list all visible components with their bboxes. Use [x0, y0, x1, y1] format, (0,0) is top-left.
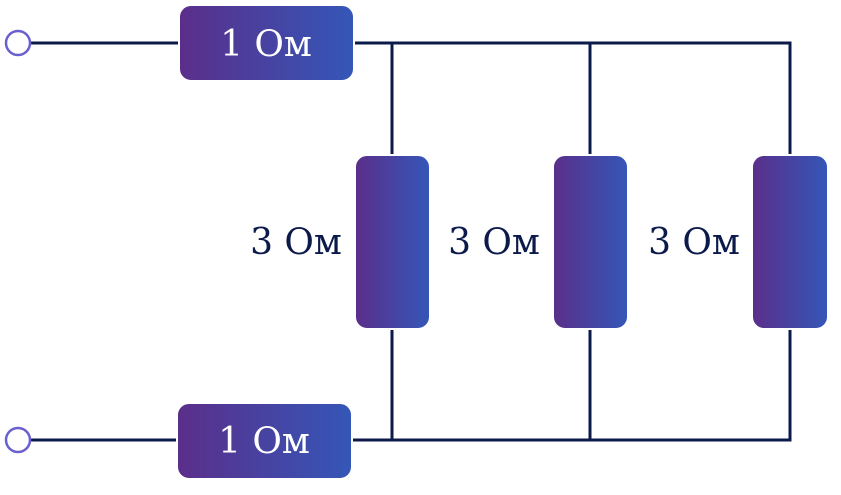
resistor-parallel-1-body	[354, 154, 431, 330]
resistor-bottom-series-label: 1 Ом	[218, 421, 310, 462]
resistor-parallel-2: 3 Ом	[448, 154, 629, 330]
resistor-parallel-2-label: 3 Ом	[448, 222, 540, 263]
resistor-parallel-3-label: 3 Ом	[648, 222, 740, 263]
resistor-parallel-3-body	[751, 154, 829, 330]
input-terminal-bottom	[4, 426, 32, 454]
resistor-bottom-series: 1 Ом	[176, 402, 353, 480]
resistor-parallel-1: 3 Ом	[250, 154, 431, 330]
resistor-parallel-2-body	[552, 154, 629, 330]
resistor-top-series-label: 1 Ом	[220, 24, 312, 65]
resistor-top-series: 1 Ом	[178, 4, 355, 82]
resistor-parallel-1-label: 3 Ом	[250, 222, 342, 263]
resistor-bottom-series-body	[176, 402, 353, 480]
resistor-parallel-3: 3 Ом	[648, 154, 829, 330]
input-terminal-top	[4, 29, 32, 57]
resistor-top-series-body	[178, 4, 355, 82]
